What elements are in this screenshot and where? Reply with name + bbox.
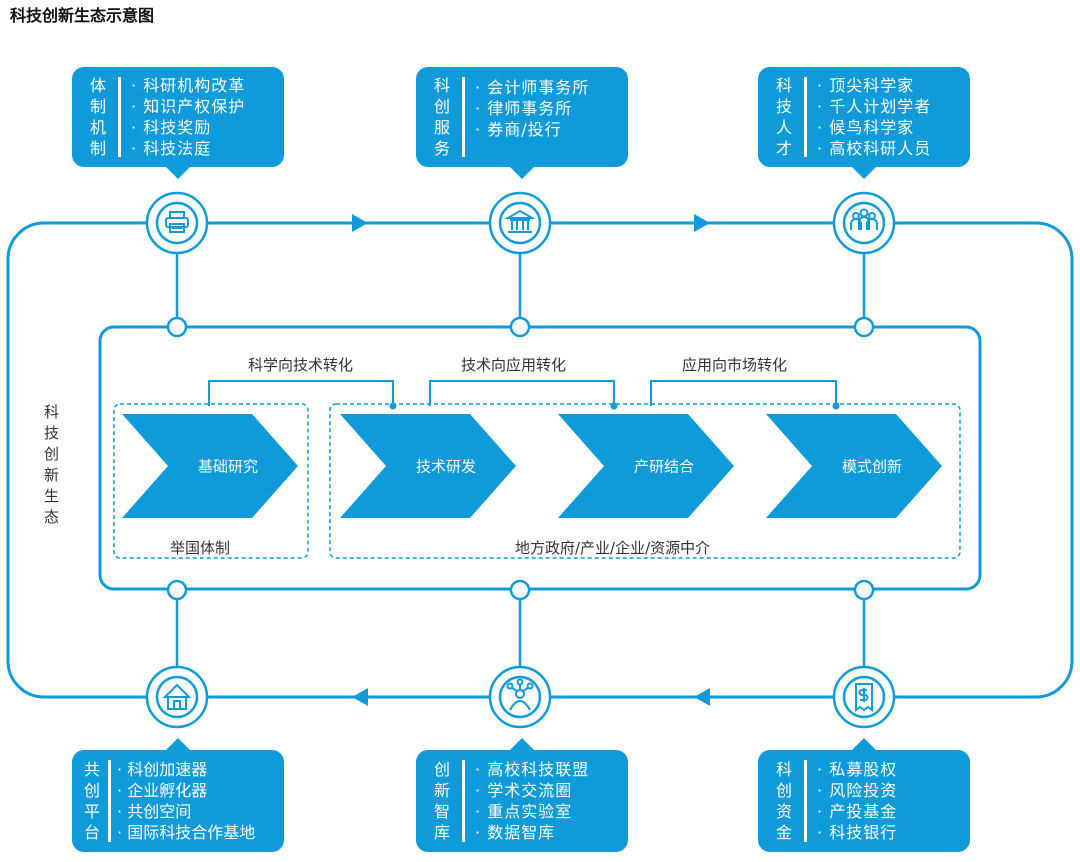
callout-innovation-think-tank: 创 新 智 库 高校科技联盟 学术交流圈 重点实验室 数据智库 [416,738,628,852]
list-item: 企业孵化器 [117,780,255,801]
callout-co-creation-platform: 共 创 平 台 科创加速器 企业孵化器 共创空间 国际科技合作基地 [72,738,284,852]
bracket-1 [208,380,394,406]
list-item: 候鸟科学家 [817,117,931,138]
stage-label-4: 模式创新 [841,457,903,476]
list-item: 知识产权保护 [131,96,245,117]
list-item: 共创空间 [117,801,255,822]
chevron-stage-3 [558,414,734,518]
list-item: 科技法庭 [131,138,245,159]
list-item: 律师事务所 [475,98,589,119]
list-item: 国际科技合作基地 [117,822,255,843]
callout-institutional-mechanism: 体 制 机 制 科研机构改革 知识产权保护 科技奖励 科技法庭 [72,67,284,179]
transition-label-1: 科学向技术转化 [248,356,354,374]
arrow-left-2 [694,688,710,706]
group-box-left [113,403,309,559]
list-item: 数据智库 [475,822,589,843]
connector-dot [853,579,875,601]
connector-dot [166,316,188,338]
list-item: 重点实验室 [475,801,589,822]
people-icon [850,208,878,230]
connector-dot [509,316,531,338]
arrow-right-1 [352,214,368,232]
network-icon [506,678,534,711]
list-item: 学术交流圈 [475,780,589,801]
list-item: 高校科研人员 [817,138,931,159]
arrow-right-2 [694,214,710,232]
list-item: 风险投资 [817,780,897,801]
chevron-stage-1 [122,414,298,518]
group-box-right [329,403,961,559]
transition-label-3: 应用向市场转化 [682,356,788,374]
arrow-left-1 [352,688,368,706]
list-item: 科创加速器 [117,759,255,780]
list-item: 顶尖科学家 [817,75,931,96]
chevron-stage-4 [766,414,942,518]
stage-label-1: 基础研究 [197,457,259,476]
list-item: 会计师事务所 [475,77,589,98]
connector-dot [166,579,188,601]
inner-box [98,325,982,591]
connector-dot [509,579,531,601]
side-label-ecosystem: 科 技 创 新 生 态 [44,403,60,526]
list-item: 产投基金 [817,801,897,822]
callout-innovation-funding: 科 创 资 金 私募股权 风险投资 产投基金 科技银行 [758,738,970,852]
list-item: 千人计划学者 [817,96,931,117]
group-label-right: 地方政府/产业/企业/资源中介 [515,539,711,557]
stage-label-3: 产研结合 [633,457,695,476]
list-item: 科技银行 [817,822,897,843]
chevron-stage-2 [340,414,516,518]
callout-tech-talent: 科 技 人 才 顶尖科学家 千人计划学者 候鸟科学家 高校科研人员 [758,67,970,179]
list-item: 高校科技联盟 [475,759,589,780]
printer-icon [165,211,189,233]
bracket-3 [650,380,837,406]
list-item: 私募股权 [817,759,897,780]
callout-innovation-services: 科 创 服 务 会计师事务所 律师事务所 券商/投行 [416,67,628,179]
group-label-left: 举国体制 [170,539,231,557]
money-icon [855,683,873,712]
list-item: 科技奖励 [131,117,245,138]
house-icon [162,683,192,710]
page-title: 科技创新生态示意图 [10,6,155,25]
connector-dot [853,316,875,338]
transition-label-2: 技术向应用转化 [461,356,567,374]
list-item: 券商/投行 [475,119,589,140]
bracket-2 [429,380,615,406]
stage-label-2: 技术研发 [415,457,477,476]
bank-icon [504,209,536,233]
list-item: 科研机构改革 [131,75,245,96]
